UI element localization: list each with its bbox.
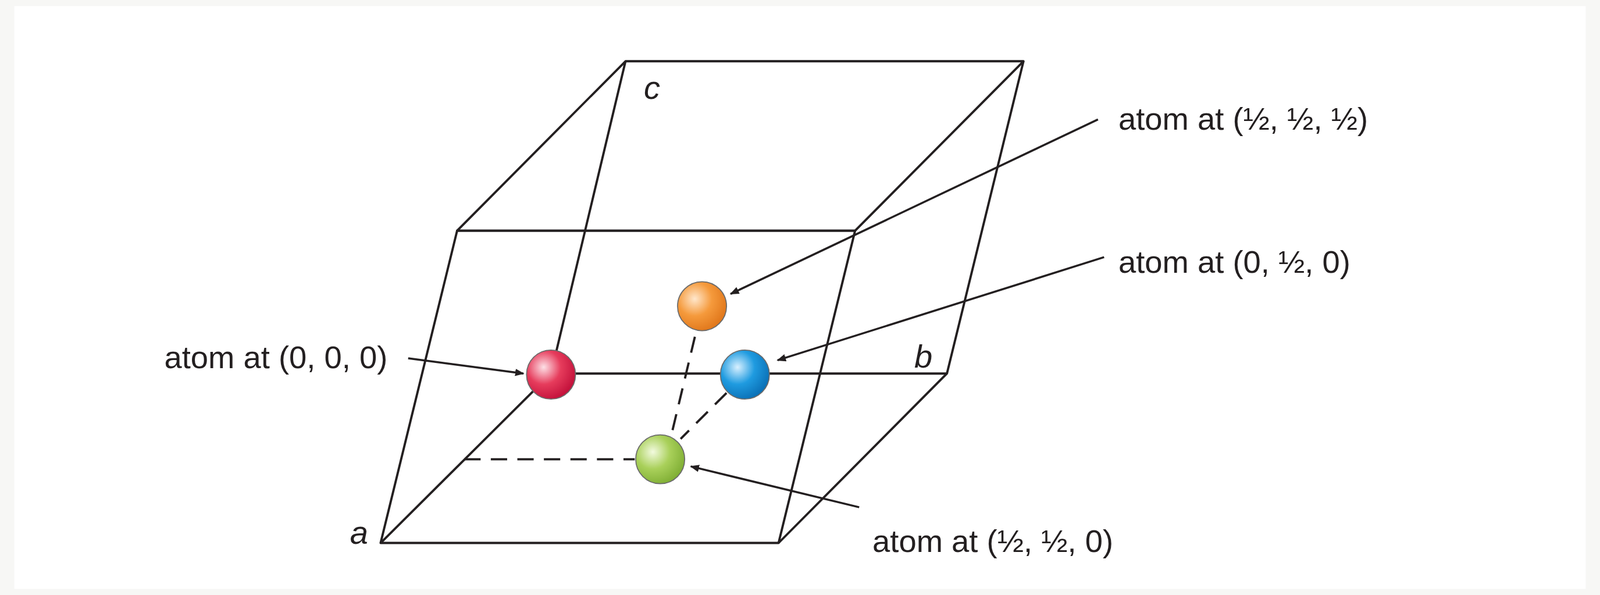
callout-label: atom at (½, ½, ½)	[1118, 102, 1368, 134]
axis-label: b	[914, 339, 933, 373]
callout-label: atom at (0, ½, 0)	[1118, 245, 1351, 277]
axis-label: a	[350, 516, 369, 550]
axis-label: c	[643, 71, 661, 105]
callout-label: atom at (0, 0, 0)	[164, 341, 388, 373]
background-panel	[14, 6, 1587, 590]
callout-label: atom at (½, ½, 0)	[872, 525, 1114, 557]
